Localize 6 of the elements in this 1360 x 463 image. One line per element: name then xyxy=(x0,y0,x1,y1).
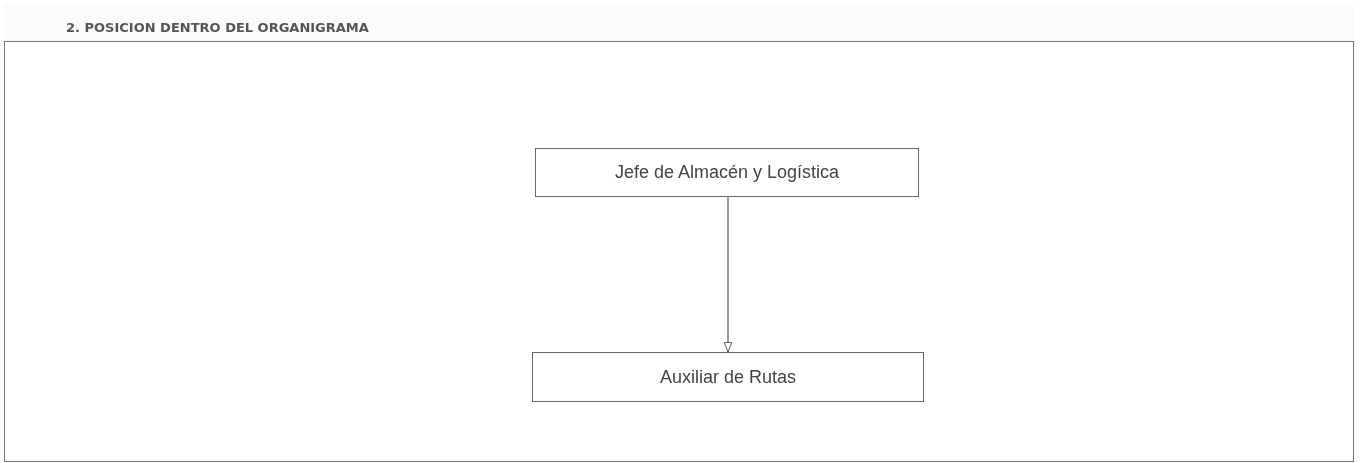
position-label: Jefe de Almacén y Logística xyxy=(614,162,840,183)
arrow xyxy=(723,196,733,353)
position-box xyxy=(532,352,924,402)
position-label: Auxiliar de Rutas xyxy=(659,366,797,388)
section-title: 2. POSICION DENTRO DEL ORGANIGRAMA xyxy=(66,20,369,35)
position-box xyxy=(535,148,919,197)
